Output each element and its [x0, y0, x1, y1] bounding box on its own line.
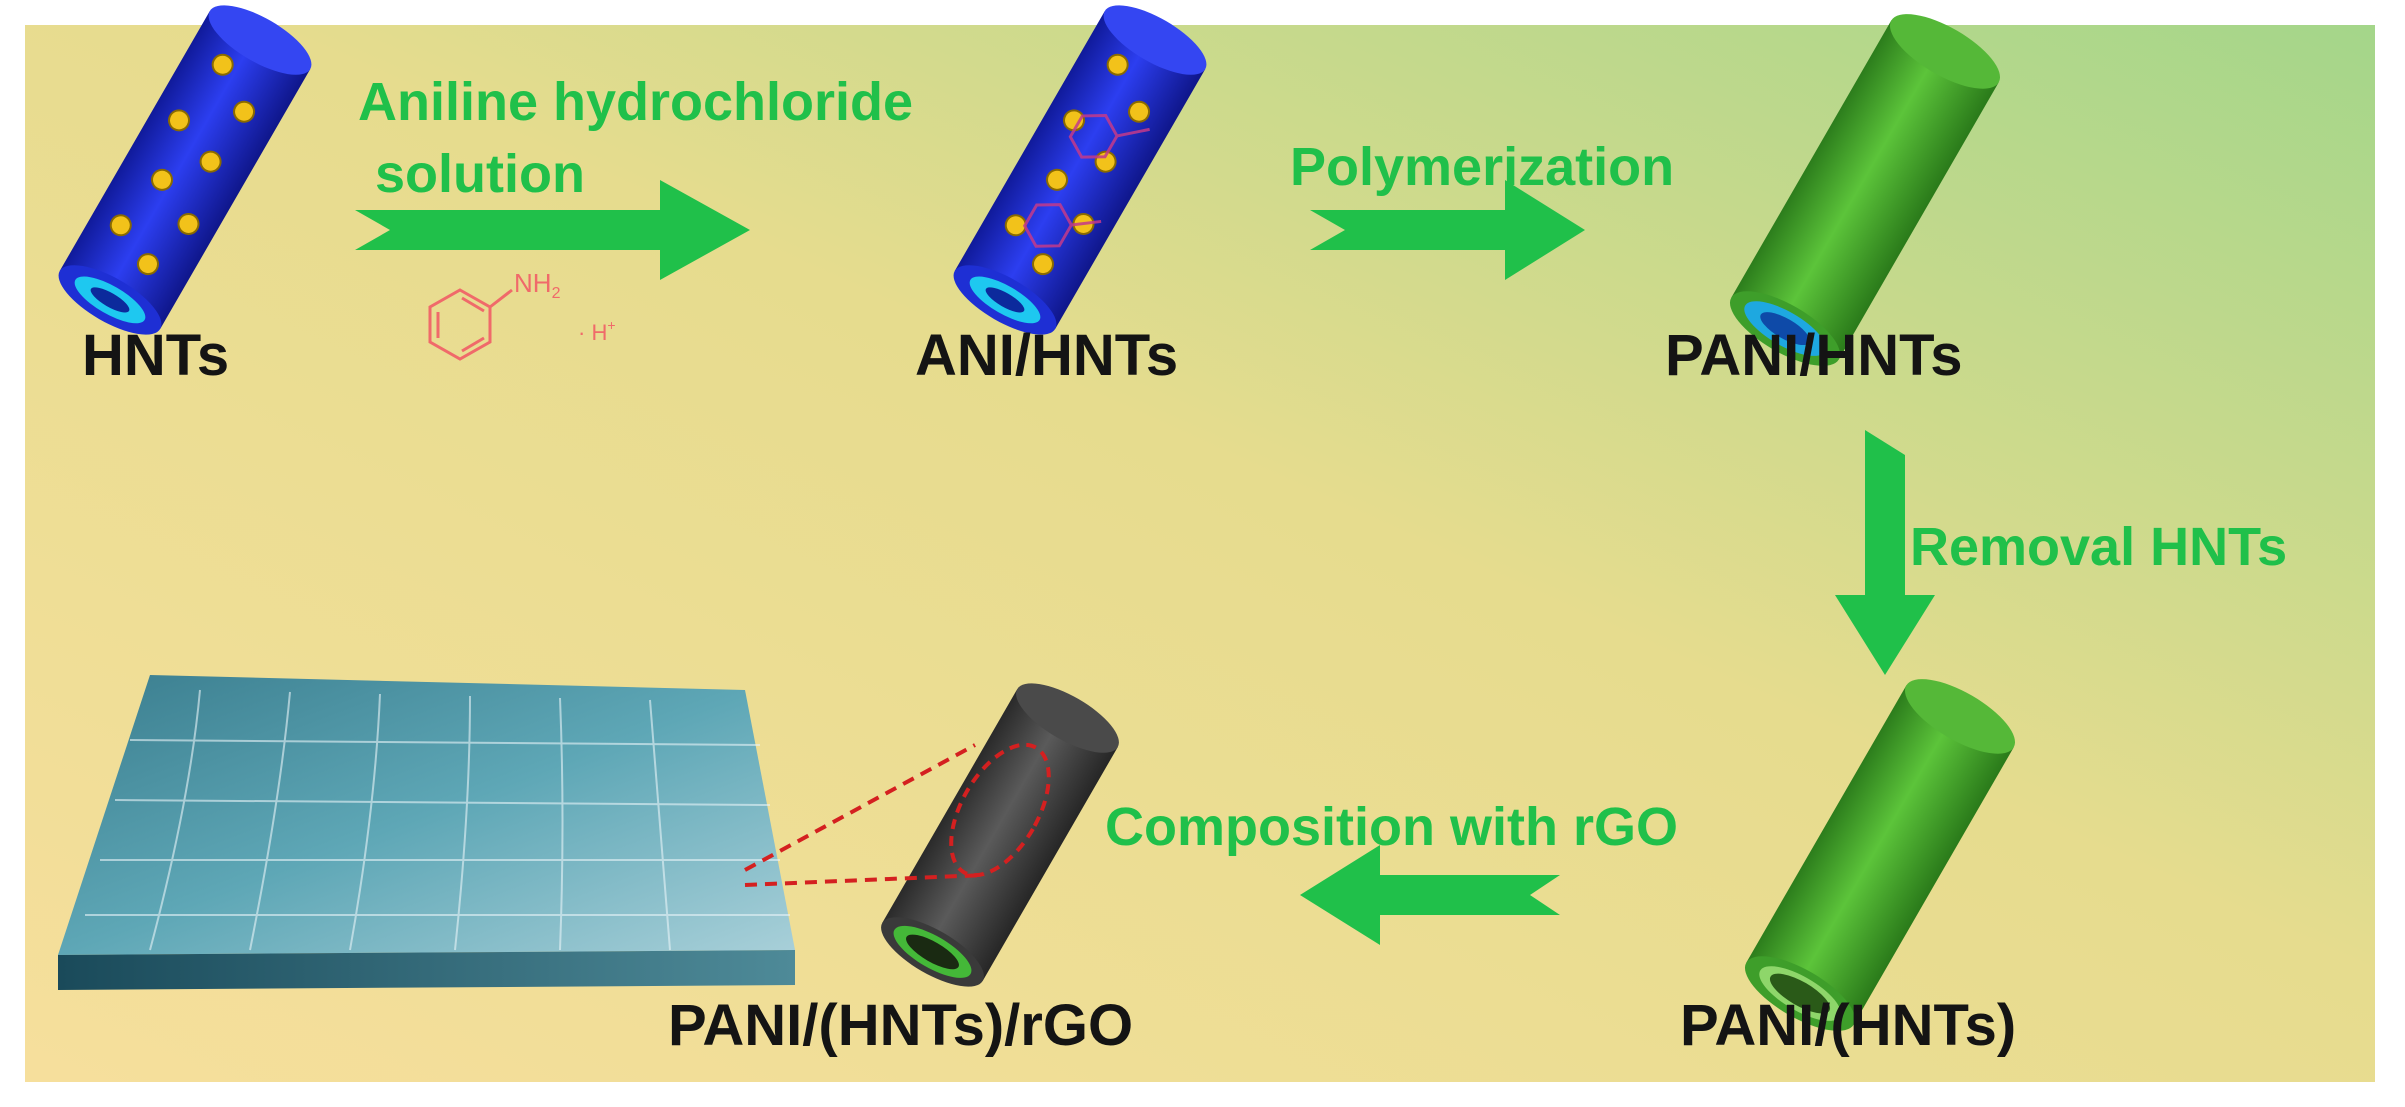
tube-ani-hnts	[953, 5, 1207, 335]
step1-label-line1: Aniline hydrochloride	[358, 72, 913, 132]
tube-pani-hnts	[1729, 14, 2001, 366]
arrow-step3	[1835, 430, 1935, 675]
step3-label: Removal HNTs	[1910, 517, 2287, 577]
acid-group: · H+	[578, 317, 616, 345]
highlight-ring	[949, 742, 1051, 878]
label-pani-paren-hnts: PANI/(HNTs)	[1680, 993, 2016, 1058]
step1-label-line2: solution	[375, 144, 585, 204]
arrow-step2	[1310, 180, 1585, 280]
aniline-molecule-icon	[428, 288, 513, 361]
dashed-link-upper	[744, 743, 976, 872]
rgo-sheet	[58, 675, 795, 990]
arrow-step4	[1300, 845, 1560, 945]
label-pani-hnts: PANI/HNTs	[1665, 323, 1963, 388]
label-pani-paren-hnts-rgo: PANI/(HNTs)/rGO	[668, 993, 1133, 1058]
tube-pani-rgo	[881, 683, 1119, 987]
tube-pani	[1744, 679, 2016, 1031]
label-hnts: HNTs	[82, 323, 229, 388]
dashed-link-lower	[744, 873, 986, 887]
label-ani-hnts: ANI/HNTs	[915, 323, 1178, 388]
tube-hnts	[58, 5, 312, 335]
step2-label: Polymerization	[1290, 137, 1674, 197]
step4-label: Composition with rGO	[1105, 797, 1678, 857]
amine-group: NH2	[514, 268, 561, 302]
arrow-step1	[355, 180, 750, 280]
